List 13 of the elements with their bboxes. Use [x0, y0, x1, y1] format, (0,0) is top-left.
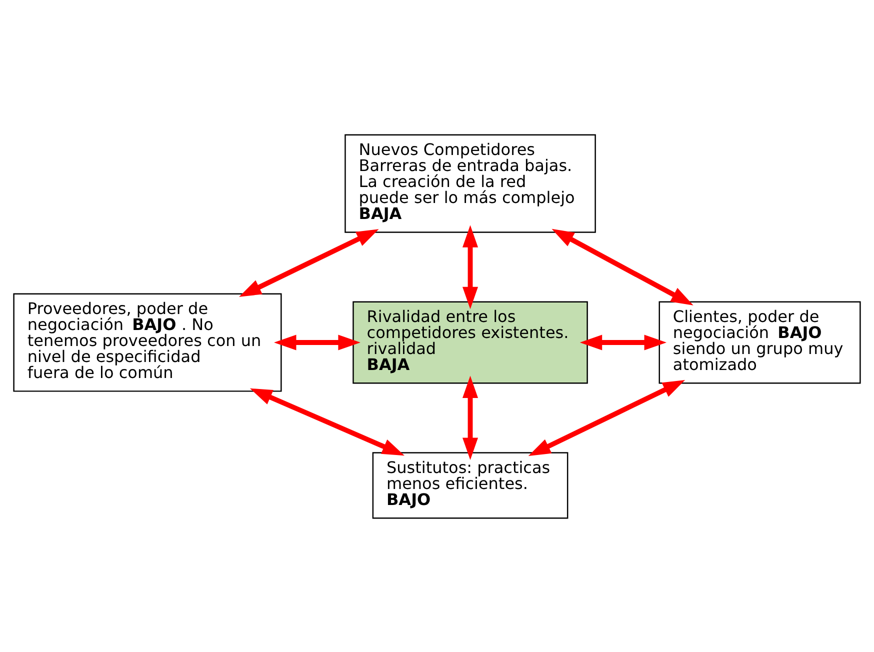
- arrow: [274, 334, 360, 350]
- arrow: [580, 334, 667, 350]
- arrow: [462, 224, 478, 309]
- node-box: Nuevos Competidores Barreras de entrada bajas. La creación de la red puede ser lo más complejo BAJA: [344, 134, 596, 232]
- arrow: [528, 380, 686, 456]
- node-box: Rivalidad entre los competidores existentes. rivalidad BAJA: [352, 300, 588, 384]
- arrow: [462, 375, 478, 460]
- node-box: Clientes, poder de negociación BAJO siendo un grupo muy atomizado: [658, 300, 861, 384]
- node-box: Proveedores, poder de negociación BAJO . No tenemos proveedores con un nivel de especificidad fuera de lo común: [13, 292, 282, 392]
- node-box: Sustitutos: practicas menos eficientes. BAJO: [372, 452, 568, 518]
- arrow: [250, 388, 404, 456]
- arrow: [552, 228, 694, 305]
- arrow: [239, 228, 379, 296]
